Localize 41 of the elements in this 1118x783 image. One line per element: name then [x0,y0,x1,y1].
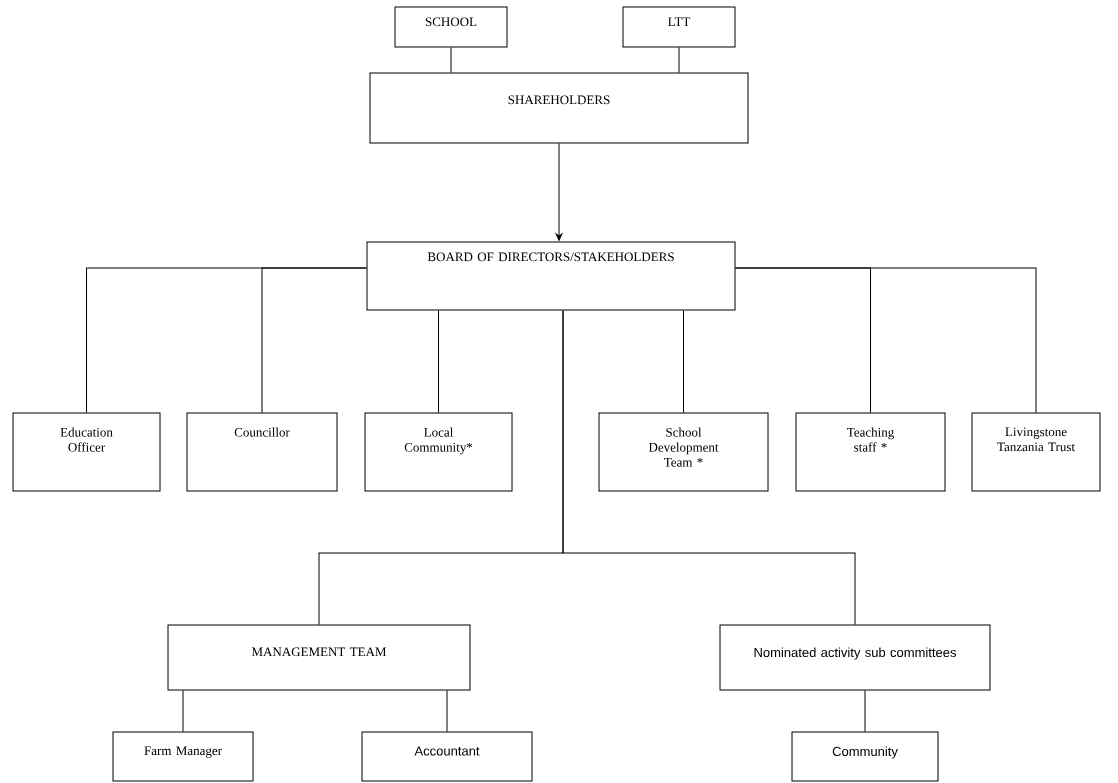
box-text: Education Officer [60,427,113,452]
connector-line [683,310,684,413]
box-text: BOARD OF DIRECTORS/STAKEHOLDERS [427,252,674,262]
org-box [167,624,471,691]
connector-line [450,47,452,73]
box-text: Livingstone Tanzania Trust [997,427,1075,452]
org-box [795,412,946,492]
org-box [186,412,338,492]
box-text: Teaching staff * [847,427,894,452]
connector-line [446,690,448,732]
box-text: LTT [668,17,691,26]
connector-line [261,267,367,413]
connector-line [562,310,856,625]
org-box [12,412,161,492]
org-box [394,6,508,48]
org-box [369,72,749,144]
box-text: Community [832,746,898,759]
connector-line [735,267,1037,413]
org-box [361,731,533,782]
box-text: MANAGEMENT TEAM [251,647,387,657]
org-box [622,6,736,48]
arrow [555,143,563,241]
box-text: Accountant [414,746,480,756]
box-text: SHAREHOLDERS [508,95,610,105]
org-box [364,412,513,492]
box-text: SCHOOL [425,17,477,27]
connector-line [864,690,866,732]
box-text: Farm Manager [144,746,222,758]
connector-line [678,47,680,73]
connector-line [438,310,439,413]
box-text: School Development Team * [648,427,719,467]
org-box [971,412,1101,492]
org-box [719,624,991,691]
connector-line [182,690,184,732]
org-box [366,241,736,311]
org-box [112,731,254,782]
org-box [791,731,939,782]
box-text: Local Community* [404,427,473,455]
box-text: Nominated activity sub committees [754,647,956,660]
org-box [598,412,769,492]
box-text: Councillor [234,427,290,437]
